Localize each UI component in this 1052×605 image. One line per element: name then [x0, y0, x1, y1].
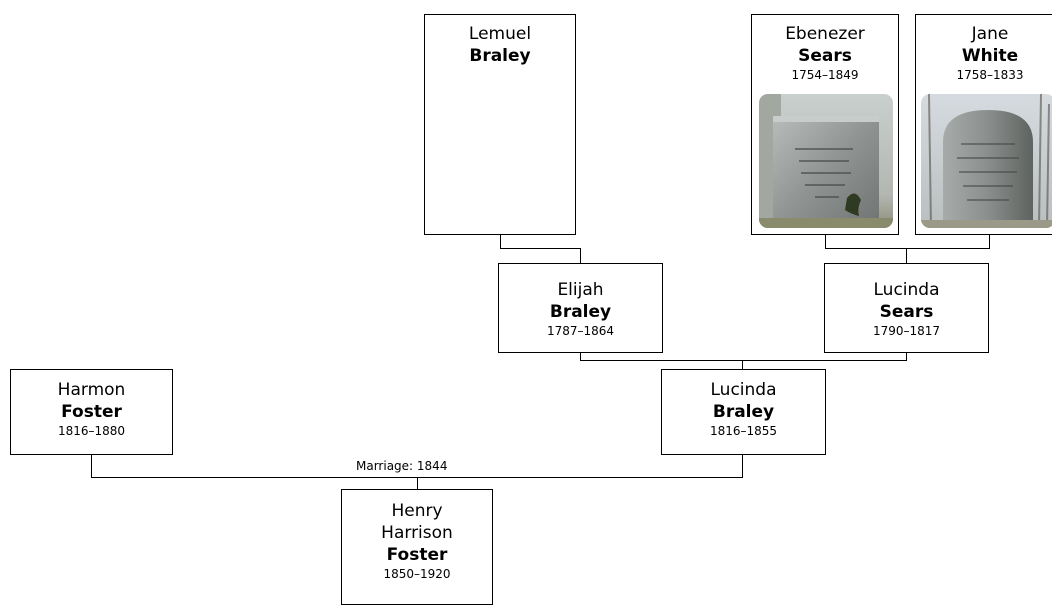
connector-line	[825, 248, 990, 249]
surname: White	[916, 45, 1052, 67]
connector-line	[580, 248, 581, 263]
connector-line	[500, 248, 581, 249]
life-dates: 1816–1855	[662, 423, 825, 439]
surname: Sears	[825, 301, 988, 323]
life-dates: 1754–1849	[752, 67, 898, 83]
connector-line	[906, 248, 907, 263]
surname: Braley	[425, 45, 575, 67]
person-card-lemuel-braley[interactable]: Lemuel Braley	[424, 14, 576, 235]
surname: Foster	[11, 401, 172, 423]
life-dates: 1790–1817	[825, 323, 988, 339]
person-card-harmon-foster[interactable]: Harmon Foster 1816–1880	[10, 369, 173, 455]
surname: Braley	[499, 301, 662, 323]
given-name: Lemuel	[425, 23, 575, 45]
person-card-elijah-braley[interactable]: Elijah Braley 1787–1864	[498, 263, 663, 353]
given-name: Harmon	[11, 379, 172, 401]
person-card-jane-white[interactable]: Jane White 1758–1833	[915, 14, 1052, 235]
gravestone-photo[interactable]	[921, 94, 1052, 228]
person-card-lucinda-braley[interactable]: Lucinda Braley 1816–1855	[661, 369, 826, 455]
connector-line	[989, 235, 990, 248]
person-card-ebenezer-sears[interactable]: Ebenezer Sears 1754–1849	[751, 14, 899, 235]
person-card-henry-harrison-foster[interactable]: Henry Harrison Foster 1850–1920	[341, 489, 493, 605]
given-name: Henry Harrison	[342, 500, 492, 544]
marriage-label: Marriage: 1844	[354, 459, 449, 473]
connector-line	[417, 477, 418, 489]
life-dates: 1758–1833	[916, 67, 1052, 83]
given-name: Lucinda	[662, 379, 825, 401]
surname: Foster	[342, 544, 492, 566]
connector-line	[742, 360, 743, 369]
connector-line	[742, 455, 743, 477]
gravestone-photo[interactable]	[759, 94, 893, 228]
person-card-lucinda-sears[interactable]: Lucinda Sears 1790–1817	[824, 263, 989, 353]
connector-line	[906, 353, 907, 360]
given-name: Elijah	[499, 279, 662, 301]
life-dates: 1787–1864	[499, 323, 662, 339]
connector-line	[825, 235, 826, 248]
connector-line	[580, 353, 581, 360]
life-dates: 1816–1880	[11, 423, 172, 439]
connector-line	[580, 360, 907, 361]
surname: Braley	[662, 401, 825, 423]
given-name: Lucinda	[825, 279, 988, 301]
connector-line	[91, 455, 92, 477]
given-name: Ebenezer	[752, 23, 898, 45]
life-dates: 1850–1920	[342, 566, 492, 582]
connector-line	[500, 235, 501, 248]
given-name: Jane	[916, 23, 1052, 45]
surname: Sears	[752, 45, 898, 67]
